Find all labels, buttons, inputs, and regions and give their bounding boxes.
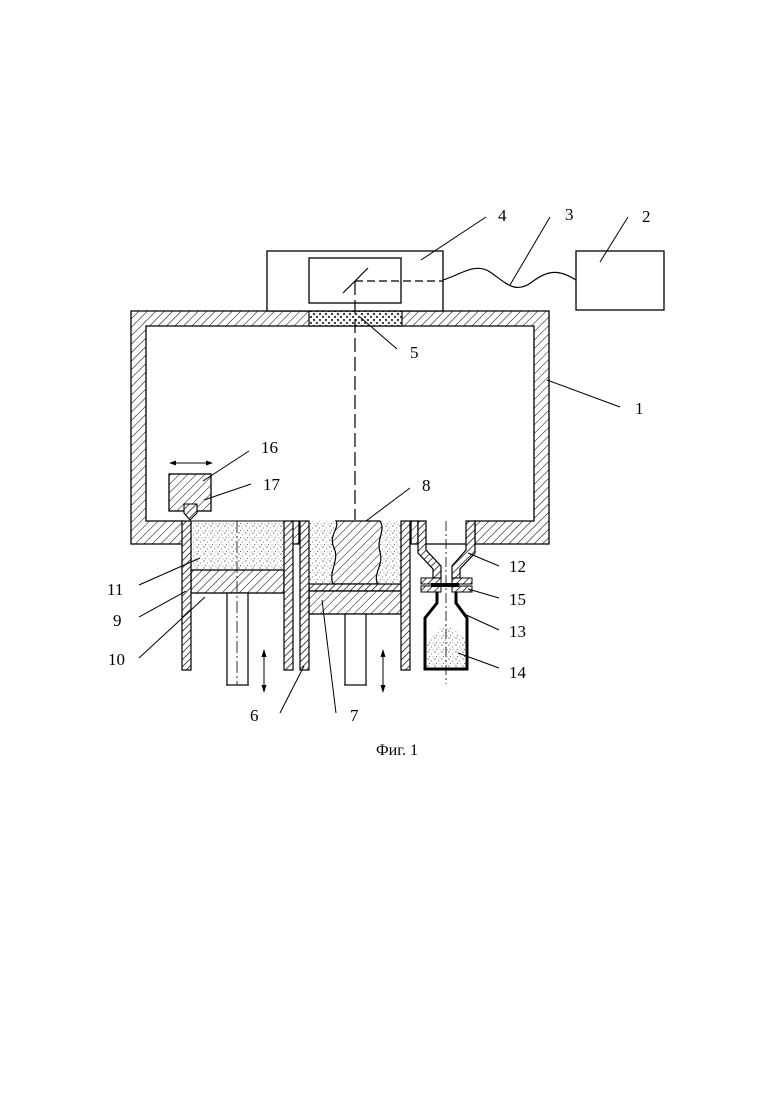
label-5: 5 (410, 343, 419, 362)
label-15: 15 (509, 590, 526, 609)
label-13: 13 (509, 622, 526, 641)
label-14: 14 (509, 663, 527, 682)
label-9: 9 (113, 611, 122, 630)
label-16: 16 (261, 438, 278, 457)
build-cylinder (300, 521, 410, 693)
label-8: 8 (422, 476, 431, 495)
label-6: 6 (250, 706, 259, 725)
label-1: 1 (635, 399, 644, 418)
feed-cylinder (182, 521, 293, 693)
printed-part (332, 521, 382, 584)
optical-fiber (443, 268, 576, 287)
recoater (169, 461, 213, 521)
label-3: 3 (565, 205, 574, 224)
label-4: 4 (498, 206, 507, 225)
overflow-collector (418, 521, 475, 684)
label-2: 2 (642, 207, 651, 226)
label-17: 17 (263, 475, 281, 494)
label-10: 10 (108, 650, 125, 669)
label-7: 7 (350, 706, 359, 725)
laser-source (576, 251, 664, 310)
label-12: 12 (509, 557, 526, 576)
label-11: 11 (107, 580, 123, 599)
figure-caption: Фиг. 1 (376, 742, 418, 759)
